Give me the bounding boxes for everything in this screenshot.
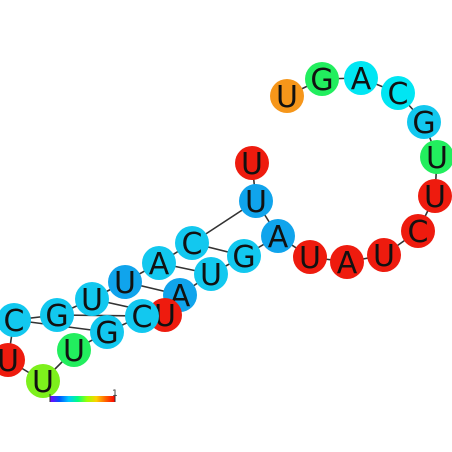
nucleotide-circle [235,146,269,180]
nucleotide-circle [40,298,74,332]
nucleotide-circle [125,299,159,333]
nucleotide-letter: G [95,316,118,351]
nucleotide-letter: A [337,246,358,281]
nucleotide-circle [381,76,415,110]
nucleotide-circle [270,79,304,113]
color-scale-max-label: 1 [112,389,118,399]
nucleotide-letter: A [351,62,372,97]
nucleotide-letter: C [408,215,429,250]
nucleotide: U [293,240,327,276]
nucleotide: C [0,303,31,339]
nucleotide: U [270,79,304,115]
nucleotide: U [420,140,452,176]
nucleotide: A [142,246,176,282]
nucleotide-circle [305,62,339,96]
nucleotide-letter: U [63,334,85,369]
nucleotide-circle [330,245,364,279]
nucleotide-letter: C [4,304,25,339]
nucleotide-letter: U [245,185,267,220]
nucleotide-circle [26,364,60,398]
nucleotide: U [367,238,401,274]
nucleotide-circle [401,214,435,248]
nucleotide: U [418,179,452,215]
nucleotide-circle [90,315,124,349]
nucleotide: U [0,343,25,379]
nucleotide: U [57,333,91,369]
nucleotide: U [239,184,273,220]
nucleotide-letter: U [276,80,298,115]
nucleotide-circle [108,265,142,299]
nucleotide-letter: U [426,141,448,176]
nucleotide-letter: G [232,240,255,275]
nucleotide-letter: U [81,283,103,318]
nucleotide-circle [239,184,273,218]
nucleotide-circle [227,239,261,273]
nucleotide-circle [261,219,295,253]
nucleotide-circle [407,105,441,139]
nucleotide-letter: C [182,227,203,262]
nucleotide: U [108,265,142,301]
nucleotide: G [90,315,124,351]
color-scale-gradient [50,396,115,402]
nucleotide: U [235,146,269,182]
nucleotide: C [381,76,415,112]
nucleotide: G [40,298,74,334]
nucleotide-letter: U [114,266,136,301]
nucleotide-letter: U [241,147,263,182]
nucleotide-letter: A [149,247,170,282]
nucleotide-letter: U [299,241,321,276]
nucleotide-letter: G [45,299,68,334]
nucleotide-letter: U [32,365,54,400]
nucleotide-letter: U [424,180,446,215]
nucleotide-letter: C [388,77,409,112]
nucleotide: C [125,299,159,335]
nucleotide: A [330,245,364,281]
nucleotide-circle [344,61,378,95]
nucleotide: U [194,257,228,293]
nucleotide: G [407,105,441,141]
nucleotide-letter: U [154,299,176,334]
nucleotide-circle [175,226,209,260]
nucleotide: C [401,214,435,250]
nucleotide-letter: U [373,239,395,274]
nucleotide-letter: A [268,220,289,255]
nucleotide-circle [194,257,228,291]
nucleotide-circle [420,140,452,174]
nucleotide-circle [0,343,25,377]
nucleotide: G [305,62,339,98]
nucleotide-letter: G [310,63,333,98]
nucleotide-circle [57,333,91,367]
nucleotide: C [175,226,209,262]
nucleotide-letter: G [412,106,435,141]
nucleotide-letter: C [132,300,153,335]
color-scale-bar: 1 [49,389,118,402]
nucleotide: A [261,219,295,255]
nucleotide-circle [367,238,401,272]
nucleotide-letter: U [0,344,19,379]
nucleotide-circle [293,240,327,274]
nucleotide-circle [418,179,452,213]
nucleotide-circle [142,246,176,280]
nucleotide: G [227,239,261,275]
nucleotide-circle [0,303,31,337]
nucleotide-circle [75,282,109,316]
nucleotide: U [75,282,109,318]
nucleotide: A [344,61,378,97]
nucleotide: U [26,364,60,400]
nucleotide-letter: U [200,258,222,293]
